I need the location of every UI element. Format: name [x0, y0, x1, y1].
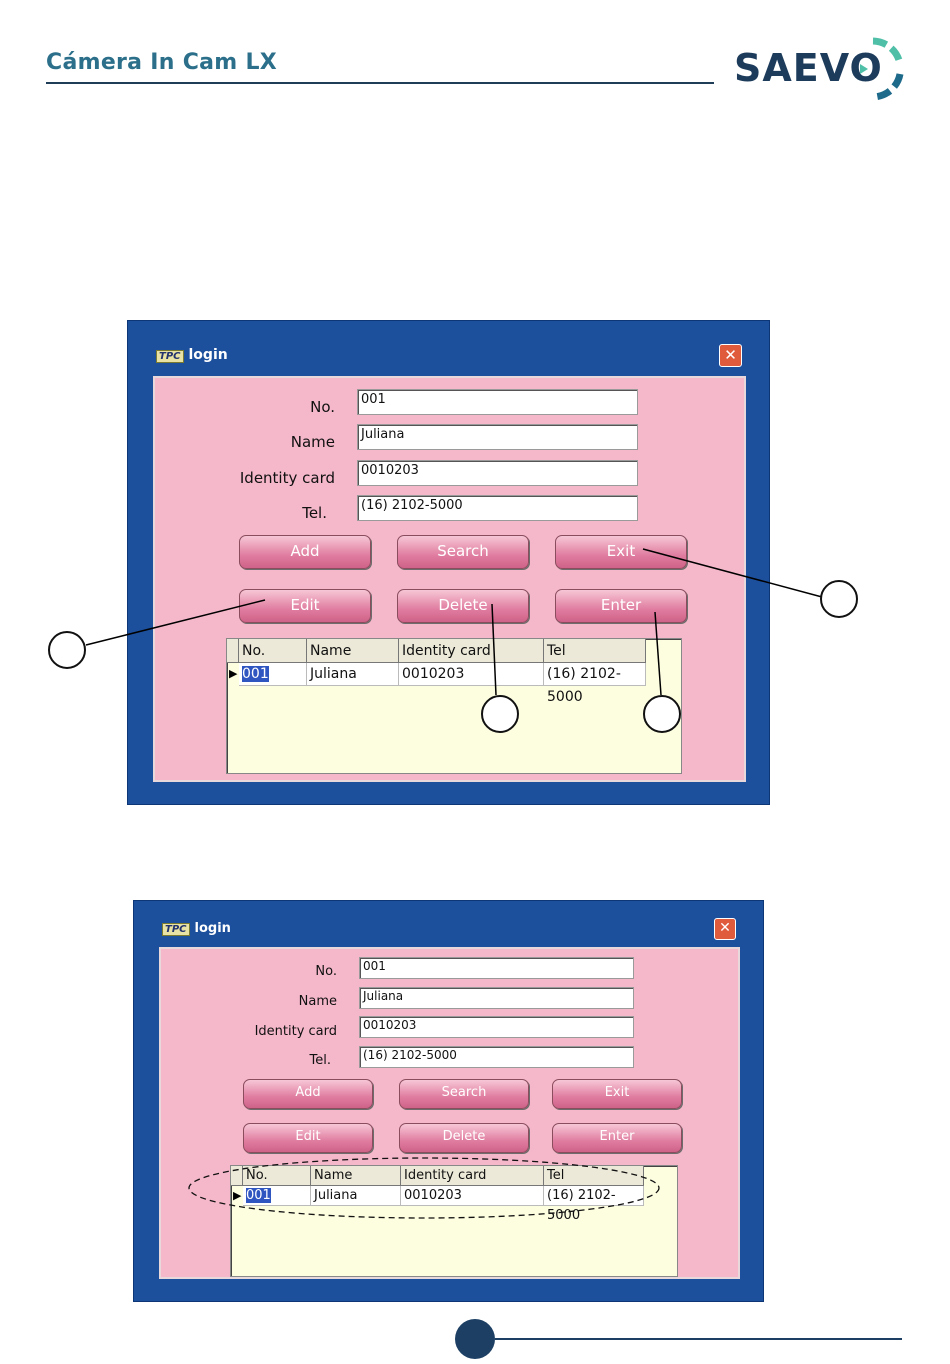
grid-header-identity-card[interactable]: Identity card [399, 639, 544, 663]
add-button[interactable]: Add [243, 1079, 373, 1109]
login-window-2: TPC login ✕ No. Name Identity card Tel. 0… [133, 900, 764, 1302]
row-pointer-icon: ▶ [233, 1190, 242, 1202]
close-button[interactable]: ✕ [714, 918, 736, 940]
brand-mark-icon [860, 37, 904, 101]
search-button[interactable]: Search [399, 1079, 529, 1109]
tel-field[interactable]: (16) 2102-5000 [359, 1046, 634, 1068]
label-tel: Tel. [309, 1053, 331, 1068]
window-client-area: No. Name Identity card Tel. 001 Juliana … [159, 947, 740, 1279]
tel-field[interactable]: (16) 2102-5000 [357, 495, 638, 521]
label-identity-card: Identity card [239, 469, 335, 487]
no-field[interactable]: 001 [359, 957, 634, 979]
records-grid[interactable]: No. Name Identity card Tel ▶ 001 Juliana… [230, 1165, 678, 1277]
grid-cell-tel[interactable]: (16) 2102-5000 [544, 1186, 644, 1223]
brand-logo-text: SAEVO [734, 46, 883, 90]
footer-rule [495, 1338, 902, 1340]
close-button[interactable]: ✕ [719, 344, 742, 367]
name-field[interactable]: Juliana [357, 424, 638, 450]
label-no: No. [315, 964, 337, 979]
edit-button[interactable]: Edit [239, 589, 371, 623]
delete-button[interactable]: Delete [399, 1123, 529, 1153]
page-number-dot [455, 1319, 495, 1359]
exit-button[interactable]: Exit [552, 1079, 682, 1109]
grid-header-name[interactable]: Name [311, 1166, 401, 1186]
grid-header-no[interactable]: No. [239, 639, 307, 663]
grid-corner [227, 639, 239, 663]
window-title: TPC login [156, 347, 228, 363]
window-title-text: login [188, 347, 228, 363]
grid-cell-no[interactable]: 001 [243, 1186, 311, 1206]
document-title: Cámera In Cam LX [46, 50, 278, 75]
records-grid[interactable]: No. Name Identity card Tel ▶ 001 Juliana… [226, 638, 682, 774]
row-pointer-icon: ▶ [229, 668, 238, 680]
label-name: Name [298, 994, 337, 1009]
app-icon: TPC [162, 923, 190, 936]
grid-header-tel[interactable]: Tel [544, 1166, 644, 1186]
callout-enter [643, 695, 681, 733]
label-name: Name [290, 433, 335, 451]
enter-button[interactable]: Enter [552, 1123, 682, 1153]
callout-exit [820, 580, 858, 618]
add-button[interactable]: Add [239, 535, 371, 569]
grid-header-tel[interactable]: Tel [544, 639, 646, 663]
grid-cell-identity-card[interactable]: 0010203 [399, 663, 544, 686]
enter-button[interactable]: Enter [555, 589, 687, 623]
grid-header-name[interactable]: Name [307, 639, 399, 663]
header-rule [46, 82, 714, 84]
window-title-text: login [194, 921, 231, 936]
grid-cell-name[interactable]: Juliana [311, 1186, 401, 1206]
login-window-1: TPC login ✕ No. Name Identity card Tel. 0… [127, 320, 770, 805]
grid-cell-tel[interactable]: (16) 2102-5000 [544, 663, 646, 705]
name-field[interactable]: Juliana [359, 987, 634, 1009]
no-field[interactable]: 001 [357, 389, 638, 415]
search-button[interactable]: Search [397, 535, 529, 569]
label-no: No. [310, 398, 335, 416]
identity-card-field[interactable]: 0010203 [357, 460, 638, 486]
grid-corner [231, 1166, 243, 1186]
delete-button[interactable]: Delete [397, 589, 529, 623]
edit-button[interactable]: Edit [243, 1123, 373, 1153]
grid-cell-name[interactable]: Juliana [307, 663, 399, 686]
grid-cell-no[interactable]: 001 [239, 663, 307, 686]
window-title: TPC login [162, 921, 231, 936]
grid-header-identity-card[interactable]: Identity card [401, 1166, 544, 1186]
callout-edit [48, 631, 86, 669]
grid-cell-identity-card[interactable]: 0010203 [401, 1186, 544, 1206]
app-icon: TPC [156, 350, 184, 363]
callout-delete [481, 695, 519, 733]
identity-card-field[interactable]: 0010203 [359, 1016, 634, 1038]
exit-button[interactable]: Exit [555, 535, 687, 569]
label-tel: Tel. [302, 504, 327, 522]
grid-header-no[interactable]: No. [243, 1166, 311, 1186]
label-identity-card: Identity card [254, 1024, 337, 1039]
